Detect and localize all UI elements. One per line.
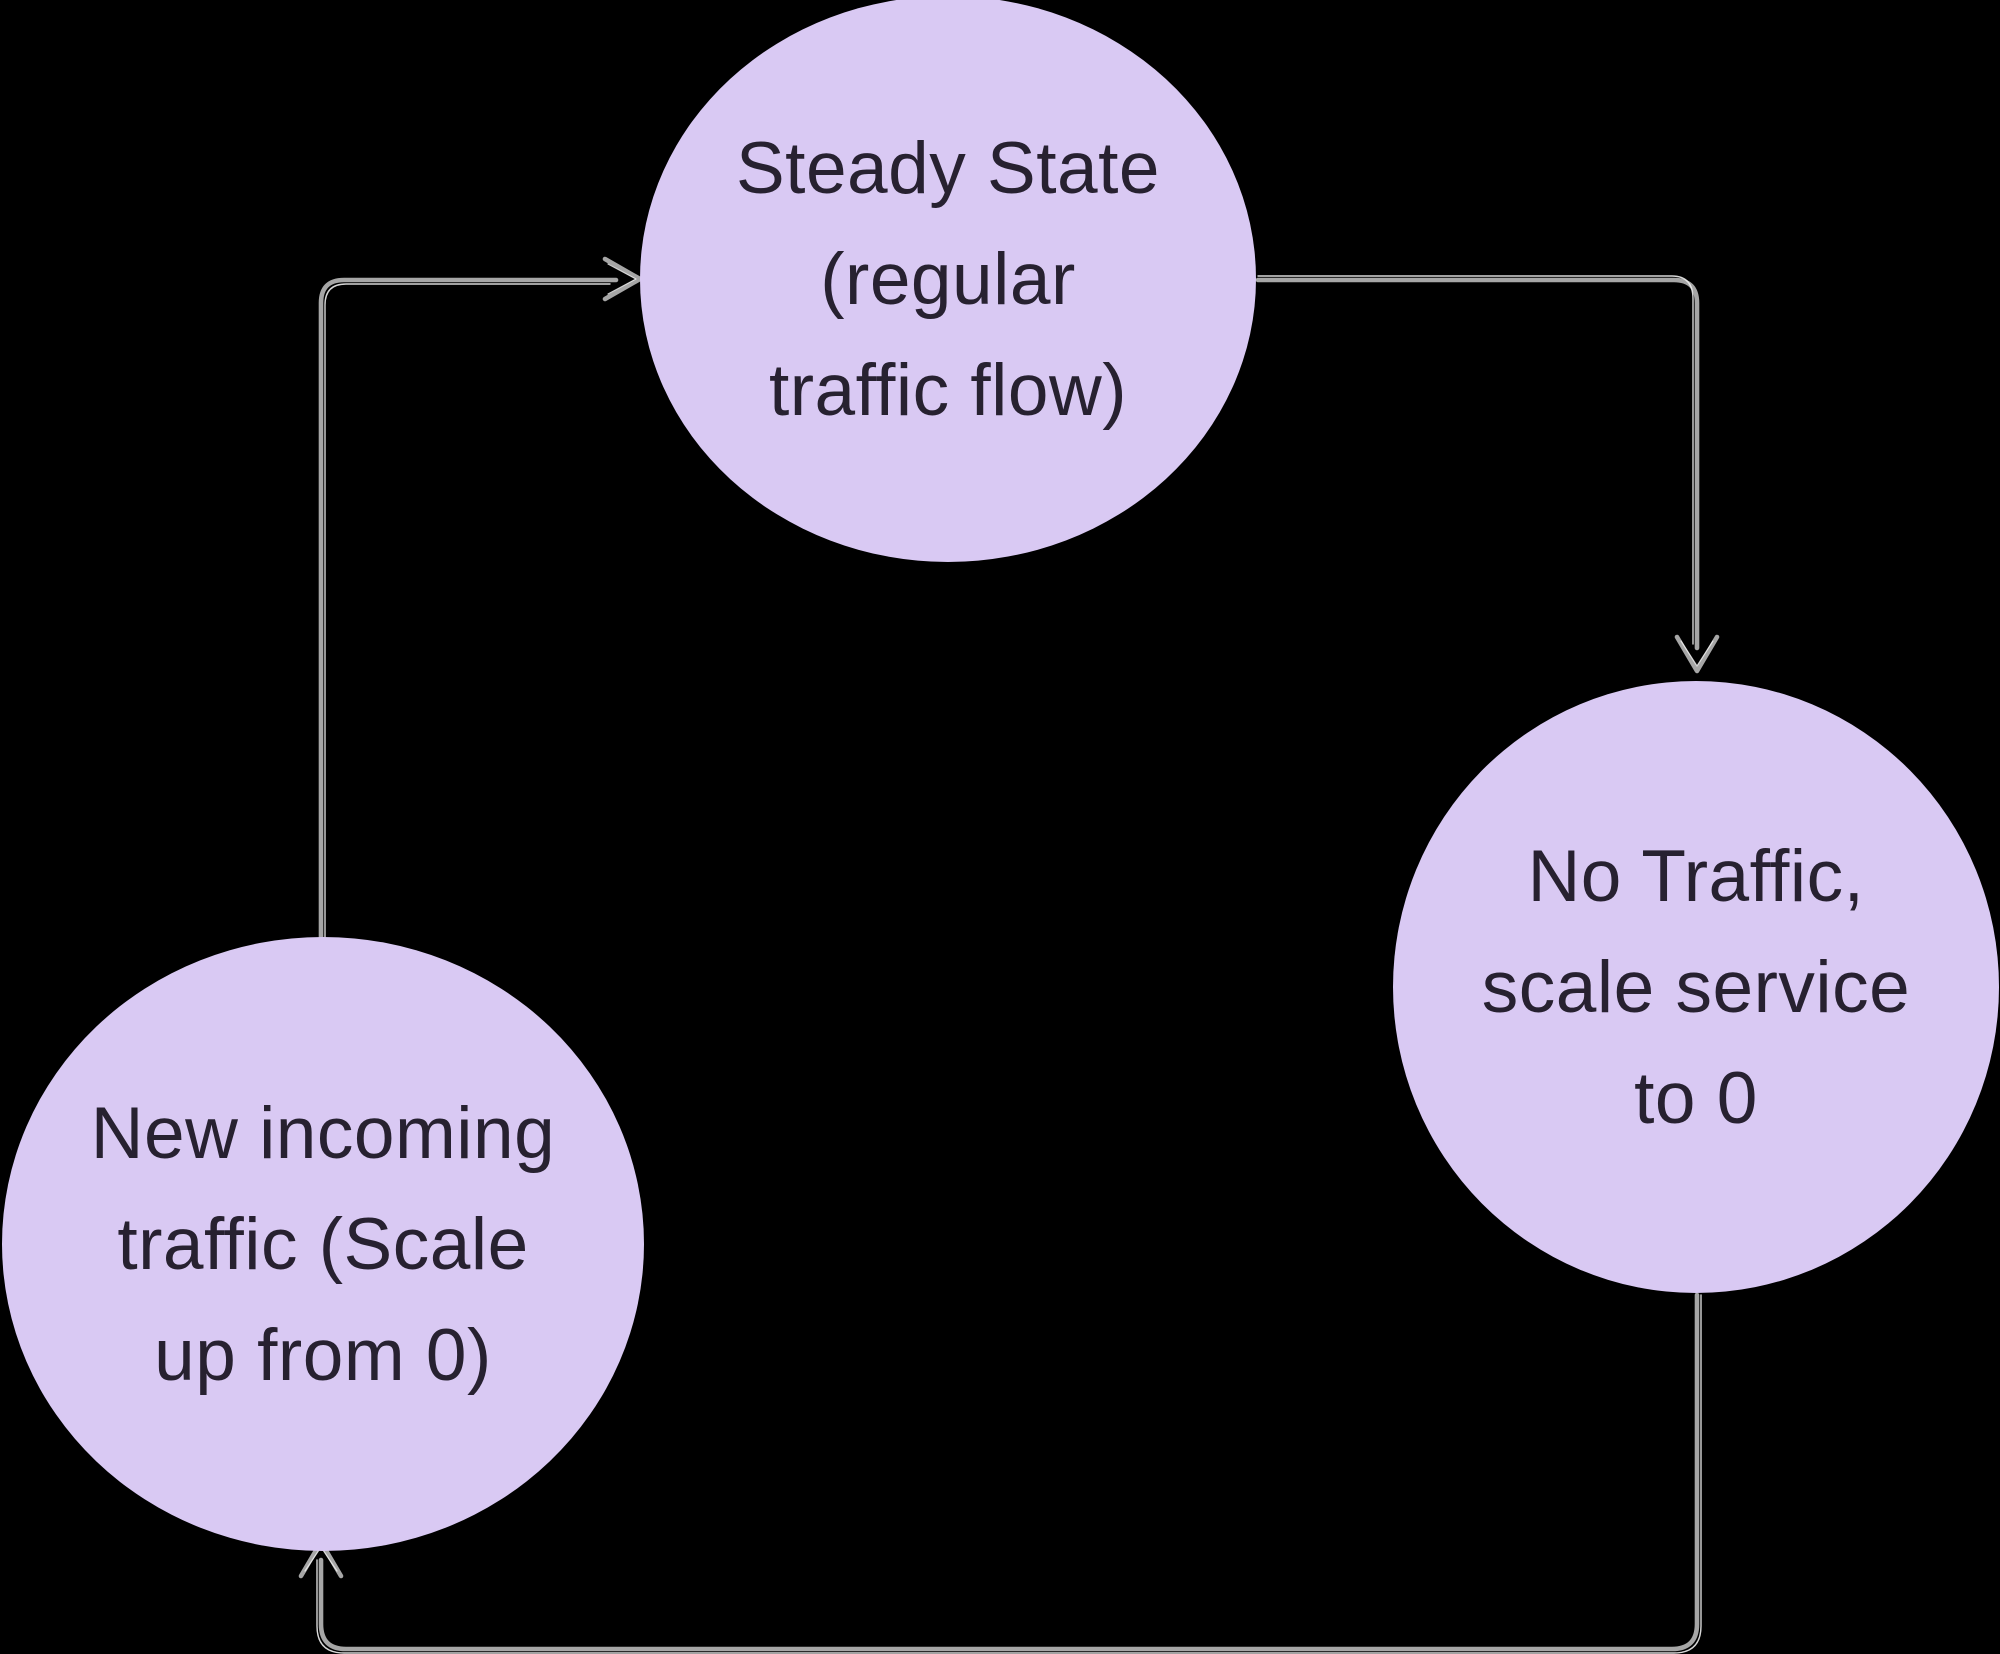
node-new-traffic-line: New incoming [90, 1092, 556, 1174]
node-no-traffic-line: to 0 [1634, 1057, 1758, 1139]
node-steady-state: Steady State (regular traffic flow) [640, 0, 1256, 562]
node-no-traffic: No Traffic, scale service to 0 [1393, 681, 1999, 1293]
edge-new-traffic-to-steady-state [318, 256, 643, 942]
node-steady-state-line: Steady State [735, 127, 1160, 209]
node-no-traffic-line: No Traffic, [1527, 835, 1865, 917]
node-steady-state-line: traffic flow) [768, 349, 1128, 431]
node-steady-state-line: (regular [820, 238, 1076, 320]
arrowhead-down-icon [1674, 634, 1720, 674]
node-new-traffic-line: up from 0) [154, 1314, 492, 1396]
node-new-traffic-line: traffic (Scale [117, 1203, 529, 1285]
node-new-traffic: New incoming traffic (Scale up from 0) [2, 937, 644, 1551]
edge-no-traffic-to-new-traffic [298, 1292, 1702, 1654]
node-no-traffic-line: scale service [1481, 946, 1911, 1028]
edge-steady-state-to-no-traffic [1255, 275, 1720, 674]
